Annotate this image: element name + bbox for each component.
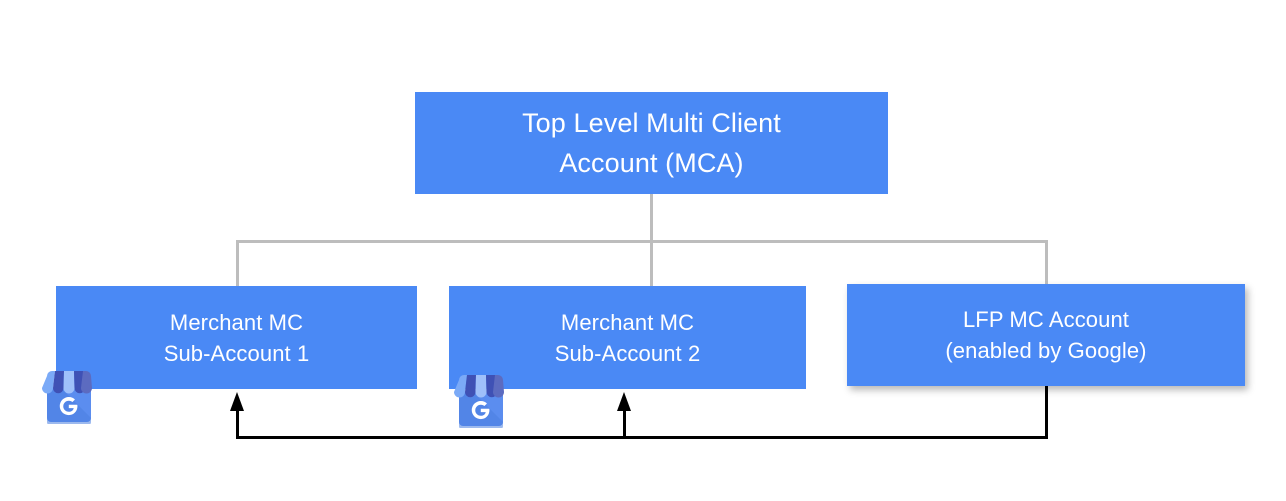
- node-lfp-mc-account-line1: LFP MC Account: [962, 307, 1130, 332]
- node-lfp-mc-account-line2: (enabled by Google): [945, 338, 1147, 363]
- node-merchant-mc-sub-account-2-line1: Merchant MC: [560, 309, 695, 335]
- google-business-profile-icon: [450, 366, 512, 428]
- node-top-level-mca-line2: Account (MCA): [559, 148, 744, 178]
- node-top-level-mca-line1: Top Level Multi Client: [522, 108, 781, 138]
- node-merchant-mc-sub-account-1[interactable]: Merchant MC Sub-Account 1: [56, 286, 417, 389]
- node-merchant-mc-sub-account-2[interactable]: Merchant MC Sub-Account 2: [449, 286, 806, 389]
- feedback-arrowhead-sub-account-2: [617, 392, 631, 411]
- feedback-arrowhead-sub-account-1: [230, 392, 244, 411]
- node-merchant-mc-sub-account-1-line2: Sub-Account 1: [163, 340, 310, 366]
- node-top-level-mca-label: Top Level Multi Client Account (MCA): [522, 103, 781, 183]
- connector-drop-child-3: [1045, 240, 1048, 286]
- feedback-riser-from-lfp: [1045, 386, 1048, 438]
- node-merchant-mc-sub-account-2-line2: Sub-Account 2: [554, 340, 701, 366]
- connector-horizontal-bus: [236, 240, 1048, 243]
- node-top-level-mca[interactable]: Top Level Multi Client Account (MCA): [415, 92, 888, 194]
- feedback-riser-to-sub-account-2: [623, 410, 626, 437]
- feedback-riser-to-sub-account-1: [236, 410, 239, 437]
- feedback-horizontal-bus: [236, 436, 1048, 439]
- connector-root-stem: [650, 194, 653, 242]
- node-lfp-mc-account-label: LFP MC Account (enabled by Google): [945, 304, 1146, 366]
- connector-drop-child-2: [650, 240, 653, 287]
- node-lfp-mc-account[interactable]: LFP MC Account (enabled by Google): [847, 284, 1245, 386]
- node-merchant-mc-sub-account-1-label: Merchant MC Sub-Account 1: [164, 307, 310, 369]
- node-merchant-mc-sub-account-2-label: Merchant MC Sub-Account 2: [555, 307, 701, 369]
- connector-drop-child-1: [236, 240, 239, 287]
- node-merchant-mc-sub-account-1-line1: Merchant MC: [169, 309, 304, 335]
- google-business-profile-icon: [38, 362, 100, 424]
